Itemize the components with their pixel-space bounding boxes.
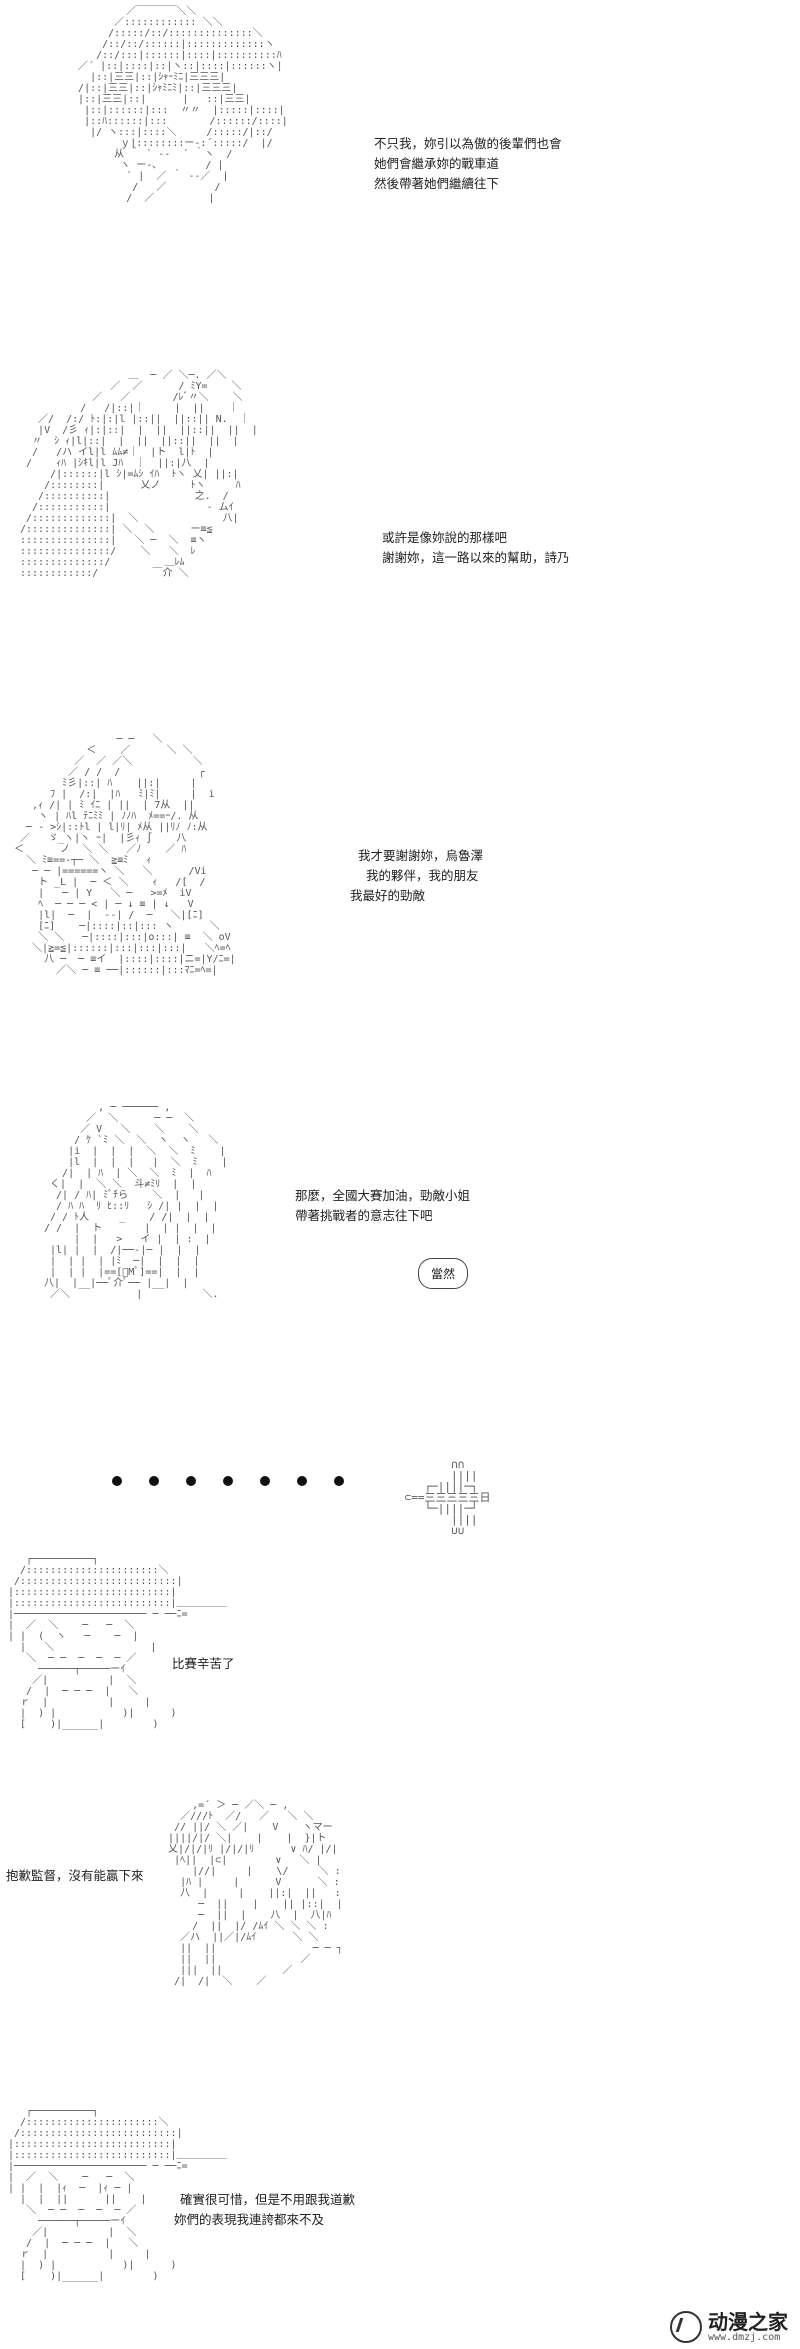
- dot: [112, 1476, 122, 1486]
- dialog-block: 比賽辛苦了: [172, 1654, 235, 1674]
- dialog-block: 那麼，全國大賽加油，勁敵小姐 帶著挑戰者的意志往下吧: [295, 1186, 470, 1226]
- watermark-text: 动漫之家 www.dmzj.com: [708, 2312, 788, 2343]
- dialog-line: 確實很可惜，但是不用跟我道歉: [180, 2192, 356, 2207]
- dialog-line: 那麼，全國大賽加油，勁敵小姐: [295, 1188, 471, 1203]
- ellipsis-dots: [112, 1476, 344, 1486]
- ascii-art-girl-bowing: ,=´ ＞ ─ ／＼ ─ , ／///ﾄ ／/ ／ ＼ ＼ // ||/ ＼ ／…: [168, 1800, 343, 1987]
- dot: [223, 1476, 233, 1486]
- ascii-art-coach-2: ┌──────────┐ /::::::::::::::::::::::＼ /:…: [8, 2106, 227, 2282]
- speech-bubble: 當然: [418, 1258, 469, 1289]
- panel-8: ┌──────────┐ /::::::::::::::::::::::＼ /:…: [0, 2100, 800, 2349]
- dialog-line: 謝謝妳，這一路以來的幫助，詩乃: [382, 550, 570, 565]
- dialog-line: 帶著挑戰者的意志往下吧: [295, 1208, 433, 1223]
- ascii-art-girl-waving: , ─ ────── , ／ ＼ ─ ─ ＼ ／ V ＼ ＼ ＼ / ｹ `ﾐ …: [44, 1102, 228, 1300]
- ascii-art-girl-1: ／￣￣￣￣＼＼ ／:::::::::::: ＼＼ /:::::/::/:::::…: [78, 6, 288, 204]
- panel-2: ＿ ─ ／ ＼─. ／＼ ／ ／ / ﾐY= ＼ ／ ／ /ﾚﾞ〃＼ ＼ / /…: [0, 340, 800, 720]
- dot: [149, 1476, 159, 1486]
- dot: [297, 1476, 307, 1486]
- watermark-logo: 动漫之家 www.dmzj.com: [670, 2311, 788, 2343]
- ascii-art-girls-embrace: ─ ─ ＼ ＜ ／ ＼ ＼ ／ ／ ／＼ ＼ ／ / / / ┌ ﾐ彡|::| …: [14, 734, 236, 976]
- ascii-art-coach-1: ┌──────────┐ /::::::::::::::::::::::＼ /:…: [8, 1554, 227, 1730]
- dialog-line: 妳們的表現我連誇都來不及: [174, 2212, 325, 2227]
- panel-4: , ─ ────── , ／ ＼ ─ ─ ＼ ／ V ＼ ＼ ＼ / ｹ `ﾐ …: [0, 1100, 800, 1430]
- ascii-art-girls-hug: ＿ ─ ／ ＼─. ／＼ ／ ／ / ﾐY= ＼ ／ ／ /ﾚﾞ〃＼ ＼ / /…: [20, 370, 258, 579]
- dialog-block: 抱歉監督，沒有能贏下來: [6, 1866, 144, 1886]
- dialog-line: 我最好的勁敵: [350, 888, 426, 903]
- dialog-line: 抱歉監督，沒有能贏下來: [6, 1868, 144, 1883]
- panel-3: ─ ─ ＼ ＜ ／ ＼ ＼ ／ ／ ／＼ ＼ ／ / / / ┌ ﾐ彡|::| …: [0, 720, 800, 1100]
- panel-6: ┌──────────┐ /::::::::::::::::::::::＼ /:…: [0, 1540, 800, 1800]
- logo-icon: [670, 2311, 702, 2343]
- dialog-line: 或許是像妳說的那樣吧: [382, 530, 508, 545]
- dialog-block: 不只我，妳引以為傲的後輩們也會 她們會繼承妳的戰車道 然後帶著她們繼續往下: [374, 134, 562, 194]
- panel-1: ／￣￣￣￣＼＼ ／:::::::::::: ＼＼ /:::::/::/:::::…: [0, 0, 800, 330]
- watermark-url: www.dmzj.com: [708, 2331, 781, 2343]
- dialog-block: 或許是像妳說的那樣吧 謝謝妳，這一路以來的幫助，詩乃: [382, 528, 570, 568]
- dialog-line: 不只我，妳引以為傲的後輩們也會: [374, 136, 562, 151]
- dialog-block: 確實很可惜，但是不用跟我道歉 妳們的表現我連誇都來不及: [174, 2190, 356, 2230]
- dialog-line: 她們會繼承妳的戰車道: [374, 156, 500, 171]
- tank-icon: ∩∩ |||| ┌─||||─┐ ⊂==三三三三三日 └─||||─┘ ||||…: [404, 1458, 491, 1537]
- dot: [186, 1476, 196, 1486]
- dialog-line: 我的夥伴，我的朋友: [366, 868, 479, 883]
- dot: [260, 1476, 270, 1486]
- panel-5: ∩∩ |||| ┌─||||─┐ ⊂==三三三三三日 └─||||─┘ ||||…: [0, 1430, 800, 1536]
- dot: [334, 1476, 344, 1486]
- dialog-line: 比賽辛苦了: [172, 1656, 235, 1671]
- panel-7: ,=´ ＞ ─ ／＼ ─ , ／///ﾄ ／/ ／ ＼ ＼ // ||/ ＼ ／…: [0, 1800, 800, 2100]
- watermark-name: 动漫之家: [708, 2309, 788, 2334]
- dialog-line: 然後帶著她們繼續往下: [374, 176, 500, 191]
- dialog-block: 我才要謝謝妳，烏魯澤 我的夥伴，我的朋友 我最好的勁敵: [350, 846, 484, 906]
- dialog-line: 我才要謝謝妳，烏魯澤: [358, 848, 484, 863]
- bubble-text: 當然: [431, 1267, 456, 1281]
